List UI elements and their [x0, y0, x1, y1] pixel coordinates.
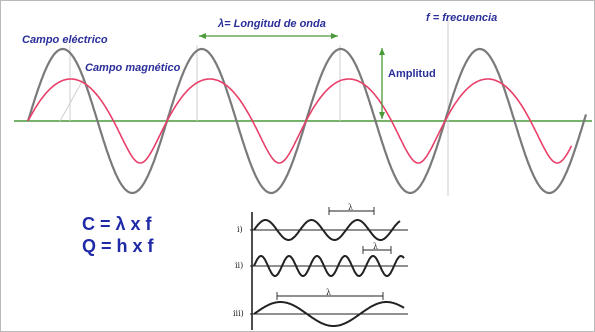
row-3-wave	[253, 301, 405, 327]
row-2-wave	[253, 254, 405, 278]
wavelength-comparison	[250, 207, 408, 330]
row-1-wave	[253, 219, 401, 241]
magnetic-field-wave	[27, 78, 573, 164]
wavelength-arrowhead-left	[199, 33, 206, 39]
energy-formula: Q = h x f	[82, 236, 154, 256]
electric-field-label: Campo eléctrico	[22, 34, 108, 46]
row-3-lambda: λ	[326, 288, 332, 297]
frequency-label: f = frecuencia	[426, 12, 498, 24]
row-1-roman: i)	[237, 225, 243, 234]
amplitude-label: Amplitud	[388, 68, 436, 80]
amplitude-arrowhead-top	[379, 48, 385, 55]
row-3-roman: iii)	[233, 309, 244, 318]
guide-line	[59, 77, 85, 122]
wavelength-label: λ= Longitud de onda	[218, 18, 326, 30]
row-2-roman: ii)	[235, 261, 244, 270]
speed-formula: C = λ x f	[82, 214, 152, 234]
wavelength-arrowhead-right	[331, 33, 338, 39]
amplitude-arrowhead-bottom	[379, 112, 385, 119]
row-1-lambda: λ	[348, 203, 354, 212]
row-2-lambda: λ	[373, 242, 379, 251]
magnetic-field-label: Campo magnético	[85, 62, 181, 74]
